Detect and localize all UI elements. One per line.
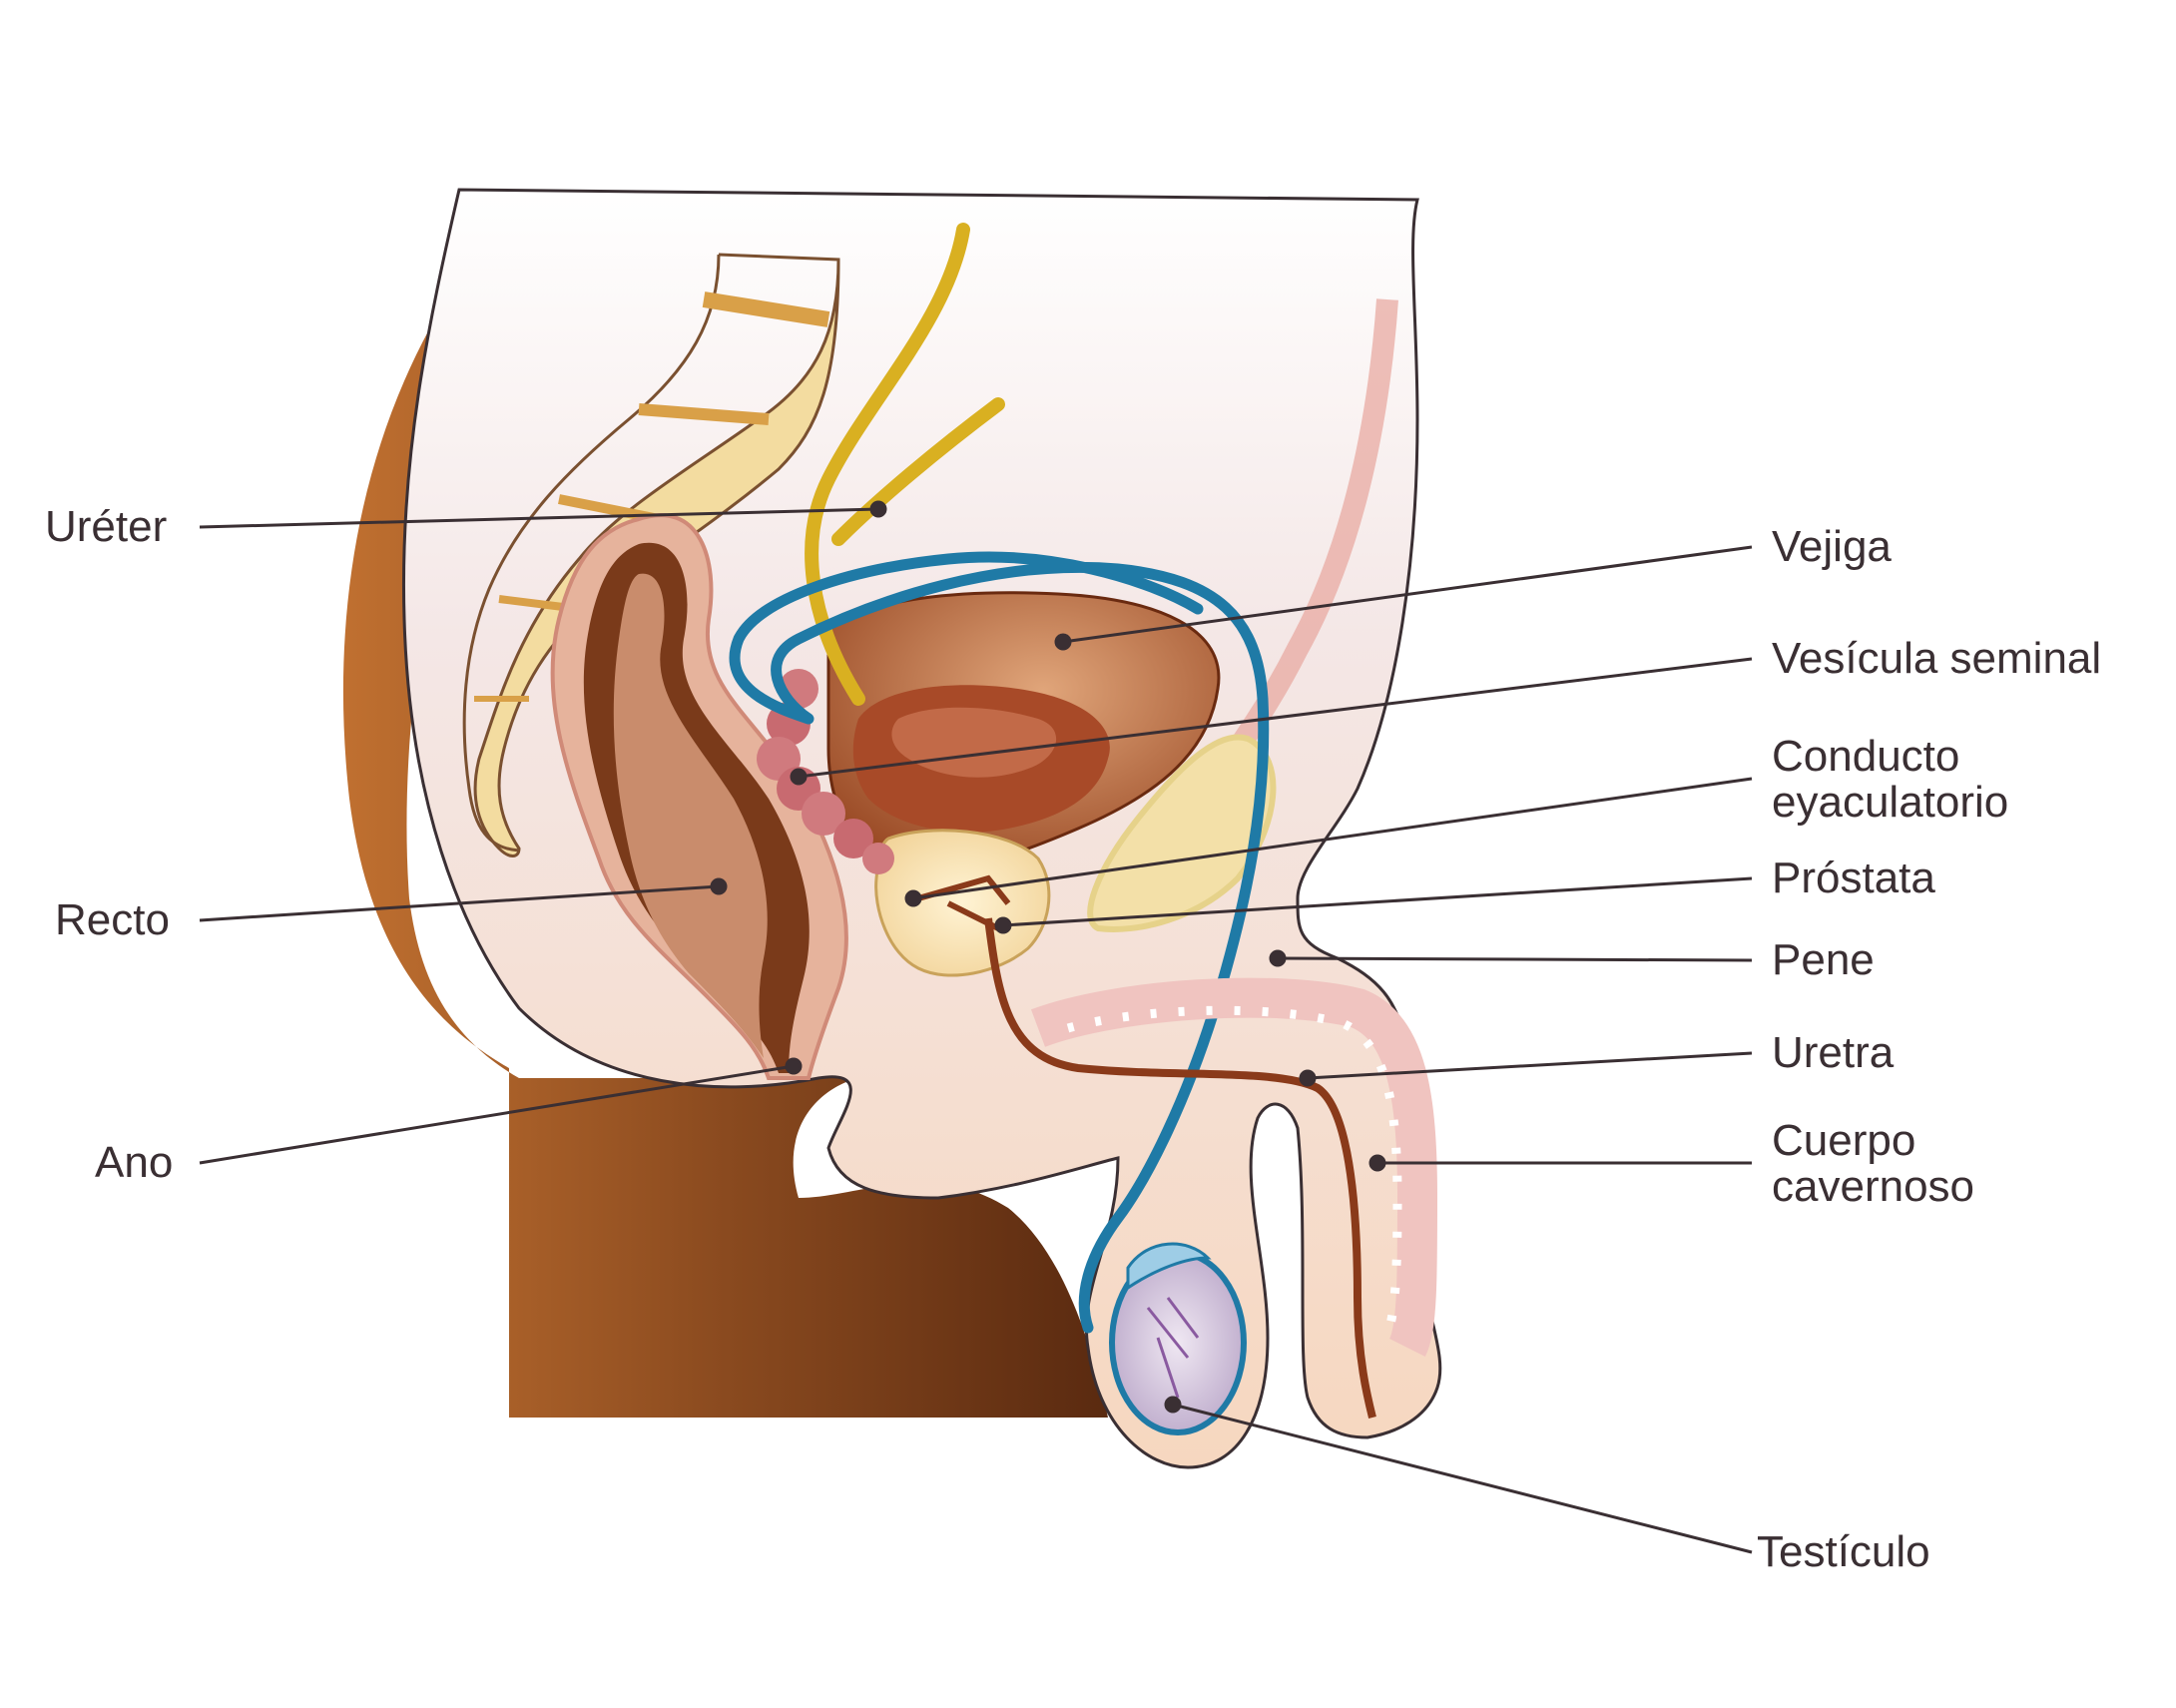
leader-prostata [1002,876,1753,927]
label-conducto-line1: Conducto [1772,732,1960,781]
leader-ureter [199,507,879,529]
label-ureter: Uréter [45,502,168,551]
label-cuerpo-line1: Cuerpo [1772,1116,1916,1165]
leader-vesicula [798,657,1753,779]
label-ano: Ano [95,1138,174,1187]
label-vejiga: Vejiga [1772,522,1892,571]
buttock-region [342,329,1109,1418]
leader-pene [1277,956,1753,962]
leader-testiculo [1172,1403,1753,1554]
leader-conducto [912,777,1753,900]
urethra-path [984,917,1376,1419]
leader-uretra [1307,1051,1753,1080]
vas-deferens [729,551,1270,1334]
corpus-cavernosum [1030,977,1438,1357]
leader-vejiga [1062,545,1753,644]
leader-lines [199,500,1753,1554]
pubic-bone [1087,734,1277,932]
testicle [1109,1242,1247,1435]
label-conducto-line2: eyaculatorio [1772,778,2009,827]
leader-ano [199,1064,795,1165]
leader-recto [199,884,720,922]
label-testiculo: Testículo [1757,1527,1930,1576]
label-prostata: Próstata [1772,854,1935,902]
label-pene: Pene [1772,935,1875,984]
ureter [805,223,1005,706]
label-recto: Recto [55,895,170,944]
label-uretra: Uretra [1772,1028,1895,1077]
rectum [550,513,848,1080]
prostate [874,829,1051,977]
label-cuerpo-line2: cavernoso [1772,1162,1975,1211]
label-vesicula-seminal: Vesícula seminal [1772,634,2102,683]
